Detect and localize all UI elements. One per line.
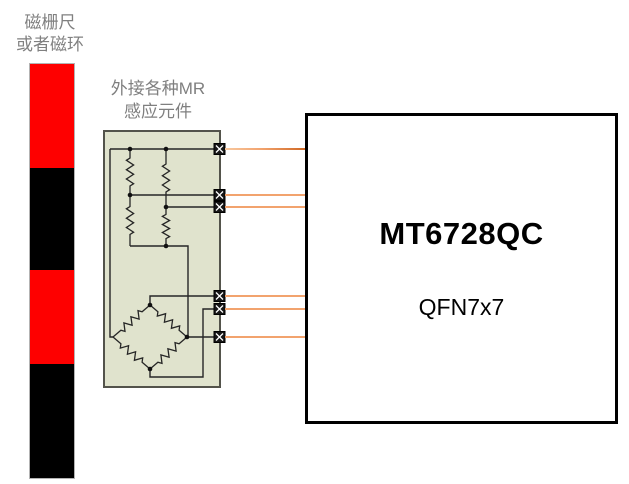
sensor-label-line2: 感应元件 (124, 102, 192, 121)
resistor (149, 304, 188, 338)
magnet-label: 磁栅尺 或者磁环 (10, 12, 90, 56)
resistor (112, 304, 151, 338)
junction-dot (147, 366, 153, 372)
magnet-label-line1: 磁栅尺 (24, 13, 76, 32)
junction-dot (127, 146, 133, 152)
wire (109, 149, 113, 338)
sensor-label: 外接各种MR 感应元件 (98, 77, 218, 123)
junction-dot (147, 302, 153, 308)
magnet-band-black-3 (30, 364, 74, 478)
junction-dot (163, 204, 169, 210)
analog-wire-6 (225, 336, 306, 338)
port-terminal-x (215, 292, 224, 300)
resistor (125, 149, 135, 195)
chip-title: MT6728QC (379, 216, 544, 251)
sensor-box (103, 130, 221, 388)
chip-box: MT6728QC QFN7x7 (305, 113, 618, 424)
junction-dot (127, 192, 133, 198)
resistor (149, 336, 188, 370)
port-terminal-x (215, 203, 224, 211)
wire (130, 245, 189, 337)
analog-wire-2 (225, 194, 306, 196)
analog-wire-3 (225, 206, 306, 208)
port-terminal-x (215, 191, 224, 199)
analog-wire-5 (225, 308, 306, 310)
junction-dot (163, 243, 169, 249)
magnet-strip (29, 63, 75, 479)
chip-package-label: QFN7x7 (418, 294, 505, 320)
magnet-band-red-0 (30, 64, 74, 168)
magnet-label-line2: 或者磁环 (16, 35, 84, 54)
port-terminal-x (215, 305, 224, 313)
magnet-band-black-1 (30, 168, 74, 270)
wire (149, 308, 219, 378)
resistor (125, 195, 135, 246)
sensor-circuit-schematic (109, 143, 226, 378)
resistor (161, 207, 171, 246)
resistor (112, 336, 151, 370)
sensor-label-line1: 外接各种MR (110, 79, 206, 98)
junction-dot (163, 146, 169, 152)
wire (149, 295, 219, 305)
resistor (161, 149, 171, 207)
port-terminal-x (215, 333, 224, 341)
junction-dot (184, 334, 190, 340)
port-terminal-x (215, 145, 224, 153)
magnet-band-red-2 (30, 270, 74, 364)
analog-wire-4 (225, 295, 306, 297)
analog-wire-1 (225, 148, 306, 150)
